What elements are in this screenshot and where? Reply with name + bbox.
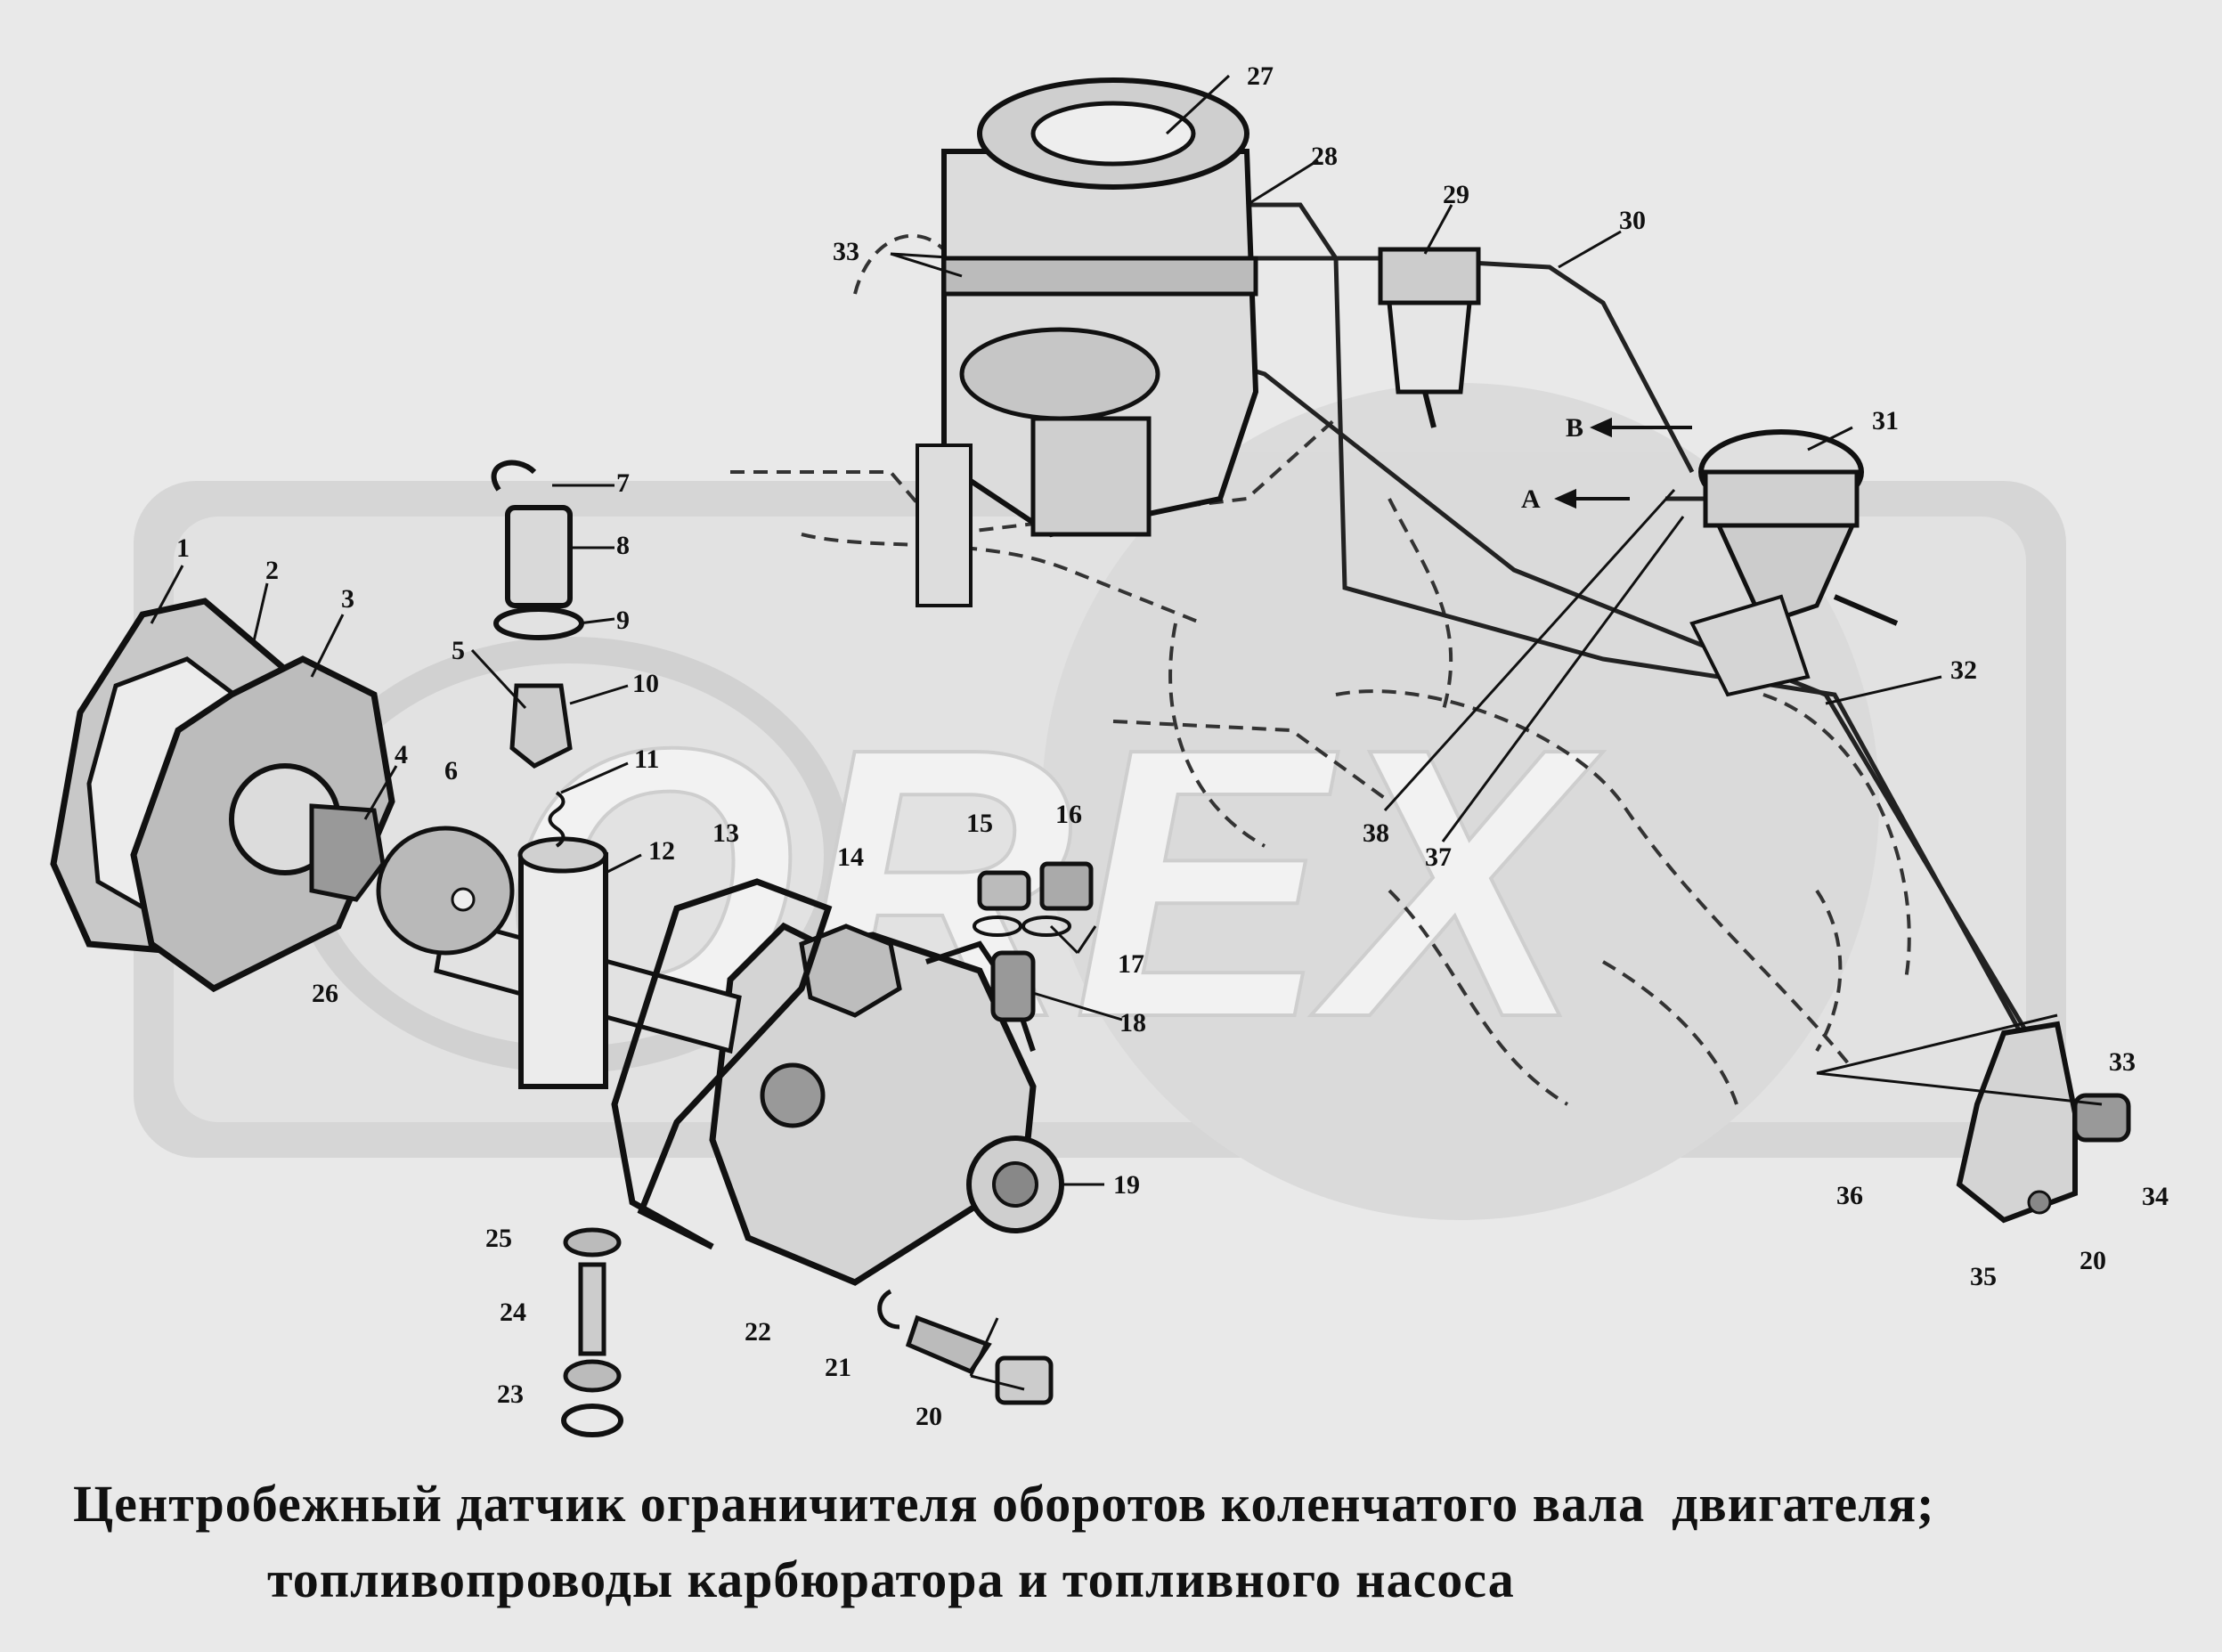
callout-12: 12	[648, 836, 675, 866]
direction-arrows	[1554, 417, 1692, 509]
callout-33-bottom: 33	[2109, 1047, 2136, 1077]
part-number-callouts: 1 2 3 4 5 6 7 8 9 10 11 12 13 14 15 16 1…	[176, 61, 2169, 1431]
callout-35: 35	[1970, 1262, 1997, 1291]
callout-23: 23	[497, 1379, 524, 1409]
diagram-title-line-2: топливопроводы карбюратора и топливного …	[267, 1550, 1515, 1608]
callout-28: 28	[1311, 142, 1338, 171]
callout-20-bolt: 20	[916, 1402, 942, 1431]
callout-21: 21	[825, 1353, 851, 1382]
callout-14: 14	[837, 842, 864, 872]
callout-26: 26	[312, 979, 338, 1008]
diagram-title-part-a: Центробежный датчик ограничителя оборото…	[73, 1475, 1646, 1533]
callout-4: 4	[395, 740, 408, 769]
callout-18: 18	[1119, 1008, 1146, 1038]
callout-15: 15	[966, 809, 993, 838]
callout-25: 25	[485, 1224, 512, 1253]
callout-17: 17	[1118, 949, 1144, 979]
callout-32: 32	[1950, 655, 1977, 685]
callout-31: 31	[1872, 406, 1899, 435]
callout-34: 34	[2142, 1182, 2169, 1211]
callout-B: B	[1566, 413, 1583, 443]
callout-2: 2	[265, 556, 279, 585]
callout-5: 5	[452, 636, 465, 665]
callout-16: 16	[1055, 800, 1082, 829]
callout-10: 10	[632, 669, 659, 698]
callout-29: 29	[1443, 180, 1469, 209]
callout-1: 1	[176, 533, 190, 563]
callout-22: 22	[745, 1317, 771, 1347]
diagram-title-line-1: Центробежный датчик ограничителя оборото…	[73, 1474, 1934, 1534]
carburetor	[916, 77, 1259, 607]
gasket-13	[611, 878, 833, 1250]
callout-30: 30	[1619, 206, 1646, 235]
engine-outline-dashed	[730, 234, 1911, 1106]
plugs-and-fittings	[973, 861, 1094, 1022]
callout-11: 11	[634, 745, 659, 774]
fasteners	[561, 1227, 1054, 1437]
leader-lines	[150, 74, 2103, 1391]
callout-24: 24	[500, 1298, 526, 1327]
spring-and-valve-parts	[491, 460, 584, 848]
callout-38: 38	[1363, 818, 1389, 848]
gaskets-and-cover	[50, 598, 515, 993]
callout-36: 36	[1836, 1181, 1863, 1210]
callout-6: 6	[444, 756, 458, 785]
exploded-parts-diagram: OREX	[50, 61, 2169, 1437]
fuel-pump	[1689, 429, 1899, 697]
callout-3: 3	[341, 584, 354, 614]
callout-19: 19	[1113, 1170, 1140, 1200]
sensor-shaft	[434, 836, 742, 1089]
callout-27: 27	[1247, 61, 1274, 91]
fuel-filter	[1378, 247, 1481, 428]
callout-7: 7	[616, 468, 630, 498]
diagram-title-part-b: двигателя;	[1672, 1475, 1935, 1533]
callout-20-fitting: 20	[2080, 1246, 2106, 1275]
callout-33-top: 33	[833, 237, 859, 266]
callout-9: 9	[616, 606, 630, 635]
callout-13: 13	[712, 818, 739, 848]
callout-A: A	[1521, 484, 1541, 514]
sensor-housing	[709, 922, 1064, 1286]
lower-fitting	[1956, 1021, 2131, 1224]
callout-37: 37	[1425, 842, 1452, 872]
callout-8: 8	[616, 531, 630, 560]
